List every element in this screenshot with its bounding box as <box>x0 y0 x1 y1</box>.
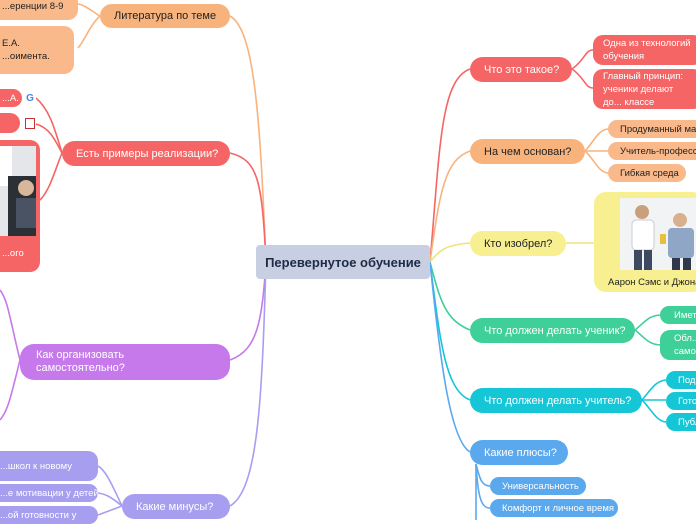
subtopic-based-1[interactable]: Продуманный мат... <box>608 120 696 138</box>
subtopic-label: Главный принцип: ученики делают до... кл… <box>603 70 684 108</box>
subtopic-label: Обл... само... <box>674 333 696 357</box>
example-photo-image <box>0 146 36 236</box>
topic-label: Что должен делать учитель? <box>484 394 632 407</box>
subtopic-label: Гото... <box>678 395 696 407</box>
topic-teacher-tasks[interactable]: Что должен делать учитель? <box>470 388 642 413</box>
document-icon[interactable] <box>25 118 35 129</box>
subtopic-examples-1[interactable]: ...А. <box>0 89 22 107</box>
subtopic-label: ...е мотивации у детей <box>0 487 98 499</box>
subtopic-label: Под... <box>678 374 696 386</box>
google-icon[interactable]: G <box>24 92 36 104</box>
topic-pros[interactable]: Какие плюсы? <box>470 440 568 465</box>
topic-based-on[interactable]: На чем основан? <box>470 139 585 164</box>
subtopic-what-2[interactable]: Главный принцип: ученики делают до... кл… <box>593 69 696 109</box>
inventors-photo-image <box>620 198 696 270</box>
subtopic-label: Комфорт и личное время <box>502 502 615 514</box>
subtopic-label: ...еренции 8-9 <box>2 0 64 12</box>
subtopic-student-1[interactable]: Имет... <box>660 306 696 324</box>
topic-label: Литература по теме <box>114 10 217 22</box>
topic-label: Какие плюсы? <box>484 446 557 459</box>
subtopic-based-2[interactable]: Учитель-професси... <box>608 142 696 160</box>
subtopic-cons-1[interactable]: ...школ к новому <box>0 451 98 481</box>
subtopic-cons-3[interactable]: ...ой готовности у <box>0 506 98 524</box>
topic-label: Что должен делать ученик? <box>484 324 626 337</box>
subtopic-teacher-2[interactable]: Гото... <box>666 392 696 410</box>
inventors-card[interactable]: Аарон Сэмс и Джонат... <box>594 192 696 292</box>
topic-literature[interactable]: Литература по теме <box>100 4 230 28</box>
subtopic-teacher-1[interactable]: Под... <box>666 371 696 389</box>
subtopic-literature-1[interactable]: ...еренции 8-9 <box>0 0 78 20</box>
subtopic-pros-1[interactable]: Универсальность <box>490 477 586 495</box>
subtopic-student-2[interactable]: Обл... само... <box>660 330 696 360</box>
subtopic-label: Учитель-професси... <box>620 145 696 157</box>
subtopic-label: Е.А. ...оимента. <box>2 38 50 62</box>
topic-label: Что это такое? <box>484 63 560 76</box>
subtopic-teacher-3[interactable]: Публ... <box>666 413 696 431</box>
subtopic-label: Продуманный мат... <box>620 123 696 135</box>
subtopic-what-1[interactable]: Одна из технологий обучения <box>593 35 696 65</box>
topic-organize[interactable]: Как организовать самостоятельно? <box>20 344 230 380</box>
subtopic-label: Публ... <box>678 416 696 428</box>
topic-label: Кто изобрел? <box>484 237 553 250</box>
subtopic-label: Одна из технологий обучения <box>603 38 691 62</box>
topic-label: На чем основан? <box>484 145 572 158</box>
subtopic-label: ...А. <box>2 92 19 104</box>
topic-cons[interactable]: Какие минусы? <box>122 494 230 519</box>
topic-label: Есть примеры реализации? <box>76 147 219 160</box>
subtopic-examples-2[interactable] <box>0 113 20 133</box>
topic-what-is-it[interactable]: Что это такое? <box>470 57 572 82</box>
topic-label: Как организовать самостоятельно? <box>36 349 125 374</box>
topic-who-invented[interactable]: Кто изобрел? <box>470 231 566 256</box>
subtopic-based-3[interactable]: Гибкая среда <box>608 164 686 182</box>
subtopic-examples-3[interactable]: ...ого <box>0 140 40 272</box>
topic-examples[interactable]: Есть примеры реализации? <box>62 141 230 166</box>
subtopic-cons-2[interactable]: ...е мотивации у детей <box>0 484 98 502</box>
subtopic-label: ...школ к новому <box>0 460 72 472</box>
inventors-caption: Аарон Сэмс и Джонат... <box>608 277 696 288</box>
example-photo <box>0 146 36 236</box>
topic-student-tasks[interactable]: Что должен делать ученик? <box>470 318 635 343</box>
subtopic-literature-2[interactable]: Е.А. ...оимента. <box>0 26 74 74</box>
subtopic-pros-2[interactable]: Комфорт и личное время <box>490 499 618 517</box>
subtopic-label: Имет... <box>674 309 696 321</box>
subtopic-label: ...ого <box>2 248 24 259</box>
inventors-photo <box>620 198 696 270</box>
subtopic-label: ...ой готовности у <box>0 509 77 521</box>
topic-label: Какие минусы? <box>136 500 214 513</box>
central-topic-label: Перевернутое обучение <box>265 254 421 270</box>
central-topic[interactable]: Перевернутое обучение <box>256 245 430 279</box>
subtopic-label: Универсальность <box>502 480 579 492</box>
subtopic-label: Гибкая среда <box>620 167 679 179</box>
